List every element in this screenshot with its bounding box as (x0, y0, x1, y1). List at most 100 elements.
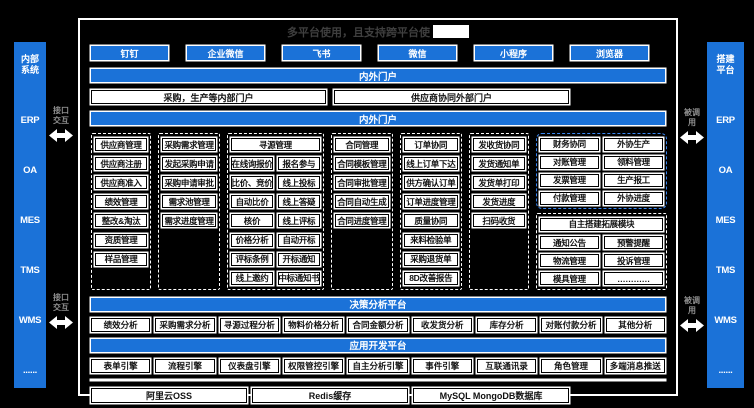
module-box: 价格分析 (231, 233, 273, 247)
module-box: 报名参与 (277, 157, 320, 171)
label-line: 搭建 (716, 54, 735, 64)
module-row: 整改&淘汰 (95, 211, 148, 230)
module-box: 绩效管理 (95, 195, 148, 209)
module-row: 订单协同 (403, 135, 458, 154)
build-platform-panel: 搭建 平台 ERP OA MES TMS WMS ...... (707, 42, 744, 388)
module-box: 需求进度管理 (162, 214, 217, 228)
module-box: 8D改善报告 (403, 271, 458, 285)
system-ellipsis: ...... (22, 365, 38, 376)
module-box: 发货单打印 (472, 176, 525, 190)
module-row: 质量协同 (403, 211, 458, 230)
module-row: 付款管理外协进度 (539, 189, 664, 207)
system-tms: TMS (715, 265, 736, 276)
invoked-connector: 被调 用 (677, 296, 707, 332)
platform-apps-row: 钉钉企业微信飞书微信小程序浏览器 (89, 46, 667, 60)
module-row: 发货进度 (472, 192, 525, 211)
module-box: 线上评标 (277, 214, 320, 228)
engine-box: 流程引擎 (155, 358, 215, 373)
interface-interaction-connector: 接口 交互 (46, 293, 76, 329)
portal-box: 采购，生产等内部门户 (91, 90, 326, 104)
module-group-shipping: 发收货协同发货通知单发货单打印发货进度扫码收货 (468, 133, 529, 290)
module-group-purchase-demand: 采购需求管理发起采购申请采购申请审批需求池管理需求进度管理 (158, 133, 221, 290)
module-box: 扫码收货 (472, 214, 525, 228)
module-row: 财务协同外协生产 (539, 135, 664, 153)
portal-box: 供应商协同外部门户 (334, 90, 569, 104)
double-arrow-icon (680, 319, 704, 332)
label-line: 系统 (20, 65, 39, 75)
module-box: 供方确认订单 (403, 176, 458, 190)
connector-label: 交互 (53, 116, 69, 125)
module-row: 采购需求管理 (162, 135, 217, 154)
system-oa: OA (718, 165, 733, 176)
module-box: 投诉管理 (603, 254, 664, 268)
module-row: 价格分析自动开标 (231, 230, 320, 249)
module-box: 采购需求管理 (162, 138, 217, 152)
infrastructure-box: MySQL MongoDB数据库 (413, 387, 569, 403)
module-row: 线上订单下达 (403, 154, 458, 173)
module-box: 线上邀约 (231, 271, 273, 285)
appdev-platform-bar: 应用开发平台 (91, 338, 665, 352)
module-row: 发货通知单 (472, 154, 525, 173)
module-row: 供应商管理 (95, 135, 148, 154)
engine-box: 自主分析引擎 (348, 358, 408, 373)
module-row: 供方确认订单 (403, 173, 458, 192)
module-group-sourcing: 寻源管理在线询报价报名参与比价、竞价线上投标自动比价线上答疑核价线上评标价格分析… (227, 133, 324, 290)
module-box: 来料检验单 (403, 233, 458, 247)
module-box: 整改&淘汰 (95, 214, 148, 228)
module-box: 自动开标 (277, 233, 320, 247)
module-box: 采购退货单 (403, 252, 458, 266)
module-box: 订单进度管理 (403, 195, 458, 209)
module-box: 预警提醒 (603, 236, 664, 250)
module-box: 付款管理 (539, 191, 599, 205)
module-row: 合同自动生成 (334, 192, 389, 211)
module-box: 发票管理 (539, 173, 599, 187)
module-box: 合同管理 (334, 138, 389, 152)
module-box: 质量协同 (403, 214, 458, 228)
module-row: 发货单打印 (472, 173, 525, 192)
analysis-box: 物料价格分析 (283, 317, 344, 332)
portal-bar-inner: 内外门户 (91, 112, 665, 126)
module-box: 发货进度 (472, 195, 525, 209)
platform-app-button: 飞书 (283, 46, 360, 60)
module-box: 订单协同 (403, 138, 458, 152)
module-group-order: 订单协同线上订单下达供方确认订单订单进度管理质量协同来料检验单采购退货单 8D改善… (399, 133, 462, 290)
analysis-box: 收发货分析 (412, 317, 472, 332)
module-row: 样品管理 (95, 250, 148, 269)
internal-systems-panel: 内部 系统 ERP OA MES TMS WMS ...... (14, 42, 46, 388)
module-right-stack: 财务协同外协生产对账管理领料管理发票管理生产报工付款管理外协进度自主搭建拓展模块… (535, 133, 668, 290)
engine-box: 权限管控引擎 (283, 358, 344, 373)
invoked-connector: 被调 用 (677, 108, 707, 144)
module-box: 自主搭建拓展模块 (539, 217, 664, 231)
module-row: 采购申请审批 (162, 173, 217, 192)
system-ellipsis: ...... (718, 365, 733, 376)
engine-box: 事件引擎 (412, 358, 472, 373)
infrastructure-box: 阿里云OSS (91, 387, 247, 403)
module-grid: 供应商管理供应商注册供应商准入绩效管理整改&淘汰资质管理样品管理采购需求管理发起… (91, 133, 668, 290)
system-wms: WMS (18, 315, 42, 326)
label-line: 内部 (20, 54, 39, 64)
module-row: 来料检验单 (403, 230, 458, 249)
module-row: 线上邀约中标通知书 (231, 269, 320, 288)
module-box: 评标条例 (231, 252, 273, 266)
module-box: 核价 (231, 214, 273, 228)
module-row: 发票管理生产报工 (539, 171, 664, 189)
connector-label: 用 (688, 118, 696, 127)
portal-bar-outer: 内外门户 (91, 69, 665, 83)
system-wms: WMS (714, 315, 737, 326)
double-arrow-icon (49, 129, 73, 142)
module-box: 样品管理 (95, 252, 148, 266)
module-box: 发起采购申请 (162, 157, 217, 171)
decision-analysis-row: 绩效分析采购需求分析寻源过程分析物料价格分析合同金额分析收发货分析库存分析对账付… (91, 317, 665, 332)
connector-label: 用 (688, 306, 696, 315)
module-row: 扫码收货 (472, 211, 525, 230)
decision-platform-bar: 决策分析平台 (91, 297, 665, 311)
module-group-supplier: 供应商管理供应商注册供应商准入绩效管理整改&淘汰资质管理样品管理 (91, 133, 152, 290)
connector-label: 被调 (684, 296, 700, 305)
module-box: 供应商管理 (95, 138, 148, 152)
module-box: 采购申请审批 (162, 176, 217, 190)
module-row: 寻源管理 (231, 135, 320, 154)
module-box: 线上订单下达 (403, 157, 458, 171)
double-arrow-icon (49, 316, 73, 329)
module-box: 需求池管理 (162, 195, 217, 209)
